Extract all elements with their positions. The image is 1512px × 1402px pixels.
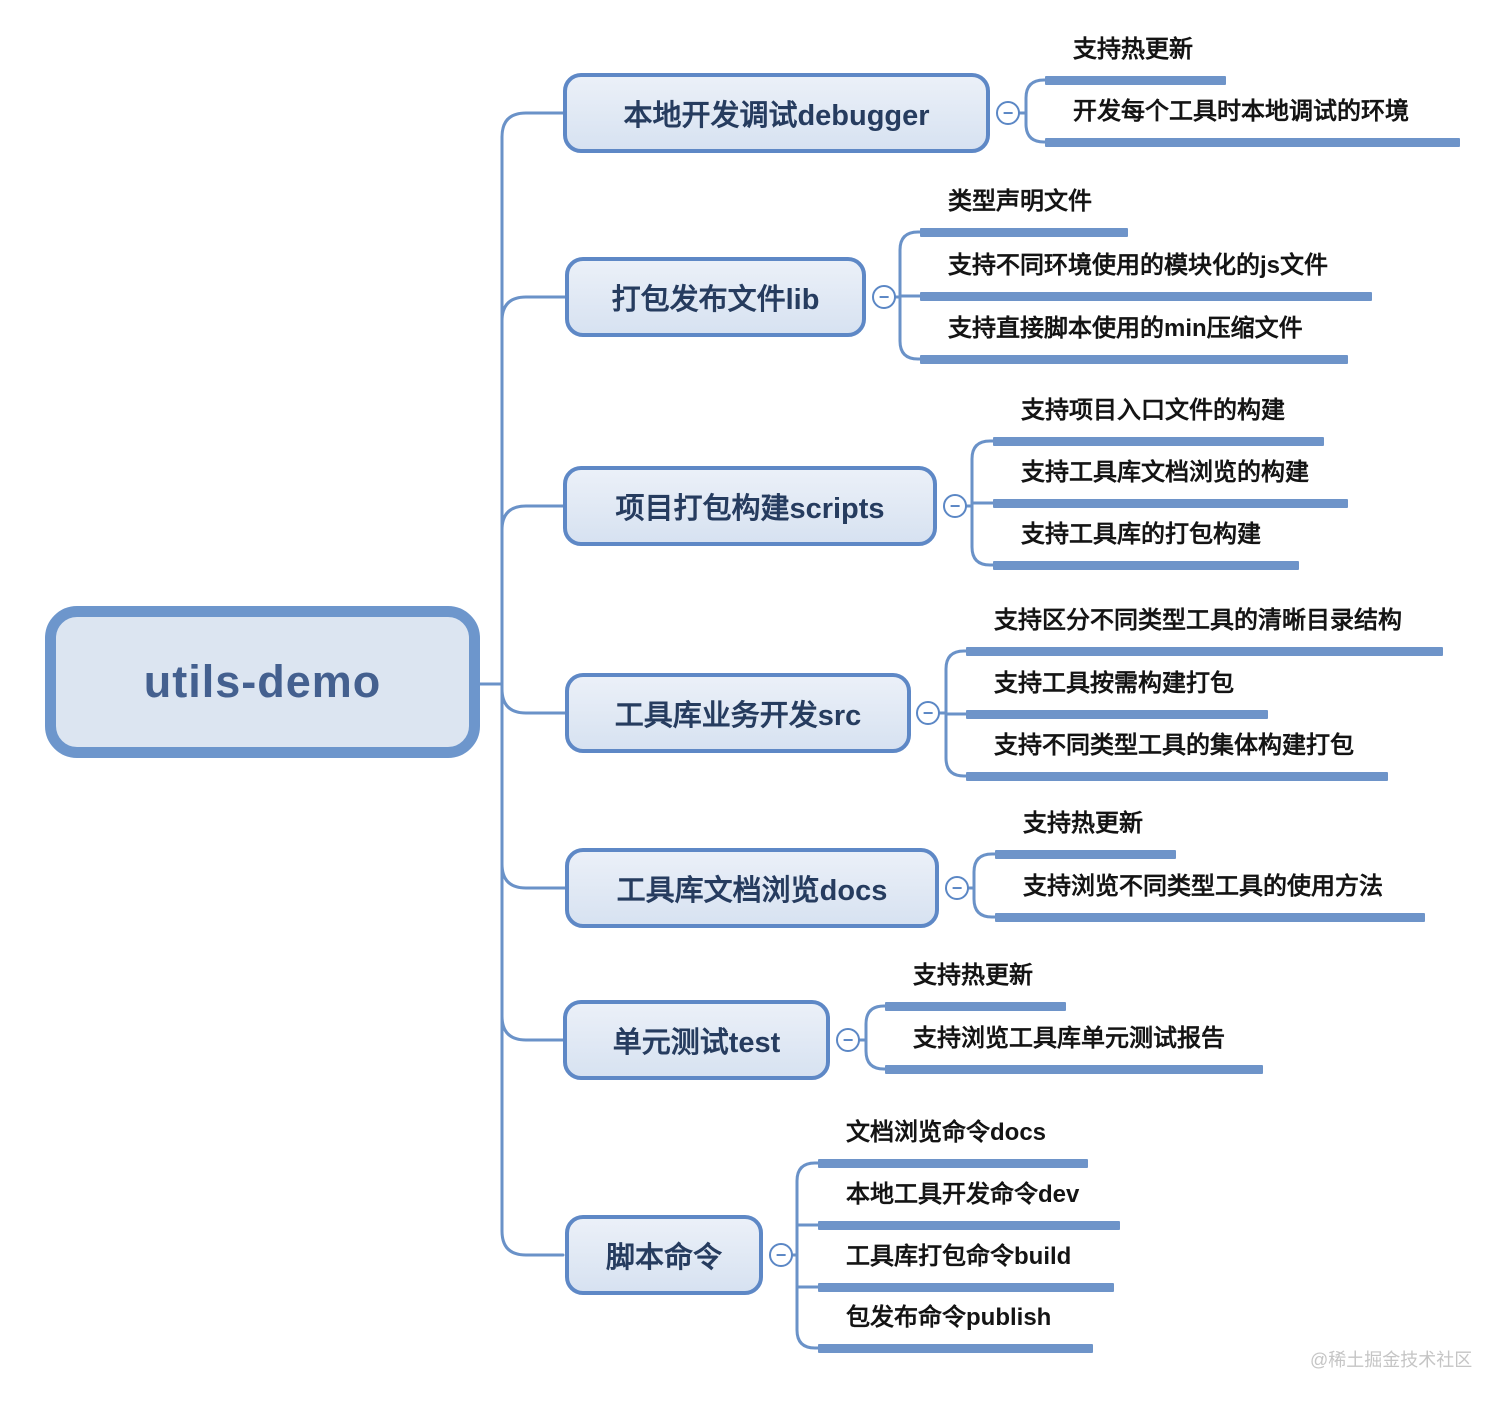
leaf-node[interactable]: 支持浏览工具库单元测试报告 [885,1022,1263,1074]
leaf-label: 支持工具库文档浏览的构建 [1021,459,1309,486]
collapse-minus-icon[interactable]: − [769,1243,793,1267]
leaf-node[interactable]: 支持工具库的打包构建 [993,518,1299,570]
leaf-node[interactable]: 支持热更新 [885,959,1066,1011]
topic-underline [818,1221,1120,1230]
watermark: @稀土掘金技术社区 [1310,1350,1473,1370]
topic-underline [818,1159,1088,1168]
topic-underline [993,499,1348,508]
branch-node-scripts[interactable]: 项目打包构建scripts [563,466,937,546]
leaf-label: 支持不同环境使用的模块化的js文件 [948,252,1329,279]
leaf-label: 支持工具库的打包构建 [1021,521,1261,548]
leaf-node[interactable]: 支持热更新 [995,807,1176,859]
leaf-label: 支持项目入口文件的构建 [1021,397,1285,424]
leaf-node[interactable]: 文档浏览命令docs [818,1116,1088,1168]
collapse-minus-icon[interactable]: − [943,494,967,518]
leaf-node[interactable]: 支持直接脚本使用的min压缩文件 [920,312,1348,364]
branch-curve [500,862,567,890]
topic-underline [993,437,1324,446]
leaf-label: 工具库打包命令build [846,1243,1072,1270]
branch-curve [500,1014,565,1042]
trunk-line [500,111,565,1257]
leaf-label: 类型声明文件 [948,188,1092,215]
branch-node-docs[interactable]: 工具库文档浏览docs [565,848,939,928]
leaf-node[interactable]: 本地工具开发命令dev [818,1178,1120,1230]
leaf-node[interactable]: 开发每个工具时本地调试的环境 [1045,95,1460,147]
leaf-node[interactable]: 类型声明文件 [920,185,1128,237]
collapse-minus-icon[interactable]: − [836,1028,860,1052]
topic-underline [920,355,1348,364]
branch-curve [500,504,565,532]
leaf-label: 支持浏览工具库单元测试报告 [913,1025,1225,1052]
leaf-label: 文档浏览命令docs [846,1119,1047,1146]
branch-label: 本地开发调试debugger [623,100,930,132]
child-connector [972,852,1003,919]
leaf-node[interactable]: 支持区分不同类型工具的清晰目录结构 [966,604,1443,656]
branch-curve [500,295,567,323]
child-connector [864,1004,893,1071]
root-label: utils-demo [143,656,382,707]
root-node[interactable]: utils-demo [45,606,480,758]
topic-underline [920,292,1372,301]
topic-underline [885,1065,1263,1074]
topic-underline [966,710,1268,719]
leaf-label: 支持热更新 [913,962,1033,989]
leaf-label: 本地工具开发命令dev [846,1181,1080,1208]
collapse-minus-icon[interactable]: − [945,876,969,900]
leaf-node[interactable]: 包发布命令publish [818,1301,1093,1353]
leaf-node[interactable]: 支持热更新 [1045,33,1226,85]
collapse-minus-icon[interactable]: − [872,285,896,309]
collapse-minus-icon[interactable]: − [916,701,940,725]
branch-label: 工具库文档浏览docs [616,875,888,907]
branch-node-lib[interactable]: 打包发布文件lib [565,257,866,337]
topic-underline [920,228,1128,237]
leaf-node[interactable]: 工具库打包命令build [818,1240,1114,1292]
topic-underline [818,1283,1114,1292]
topic-underline [1045,76,1226,85]
branch-node-debugger[interactable]: 本地开发调试debugger [563,73,990,153]
leaf-label: 开发每个工具时本地调试的环境 [1073,98,1409,125]
collapse-minus-icon[interactable]: − [996,101,1020,125]
branch-label: 项目打包构建scripts [615,493,885,525]
leaf-node[interactable]: 支持工具库文档浏览的构建 [993,456,1348,508]
branch-label: 单元测试test [612,1027,781,1059]
leaf-label: 支持直接脚本使用的min压缩文件 [948,315,1303,342]
branch-node-commands[interactable]: 脚本命令 [565,1215,763,1295]
branch-node-src[interactable]: 工具库业务开发src [565,673,911,753]
topic-underline [1045,138,1460,147]
topic-underline [966,772,1388,781]
leaf-label: 支持热更新 [1073,36,1193,63]
leaf-node[interactable]: 支持不同环境使用的模块化的js文件 [920,249,1372,301]
leaf-label: 支持不同类型工具的集体构建打包 [994,732,1354,759]
leaf-node[interactable]: 支持项目入口文件的构建 [993,394,1324,446]
leaf-label: 支持热更新 [1023,810,1143,837]
child-connector [795,1161,826,1350]
leaf-label: 支持浏览不同类型工具的使用方法 [1023,873,1383,900]
topic-underline [993,561,1299,570]
leaf-node[interactable]: 支持不同类型工具的集体构建打包 [966,729,1388,781]
branch-label: 脚本命令 [605,1242,722,1274]
leaf-label: 包发布命令publish [846,1304,1052,1331]
leaf-node[interactable]: 支持工具按需构建打包 [966,667,1268,719]
topic-underline [818,1344,1093,1353]
topic-underline [995,913,1425,922]
branch-label: 打包发布文件lib [611,284,820,316]
topic-underline [885,1002,1066,1011]
leaf-label: 支持工具按需构建打包 [994,670,1234,697]
topic-underline [966,647,1443,656]
leaf-node[interactable]: 支持浏览不同类型工具的使用方法 [995,870,1425,922]
branch-label: 工具库业务开发src [614,700,862,732]
child-connector [1024,78,1053,144]
branch-curve [500,687,567,715]
topic-underline [995,850,1176,859]
branch-node-test[interactable]: 单元测试test [563,1000,830,1080]
leaf-label: 支持区分不同类型工具的清晰目录结构 [994,607,1402,634]
